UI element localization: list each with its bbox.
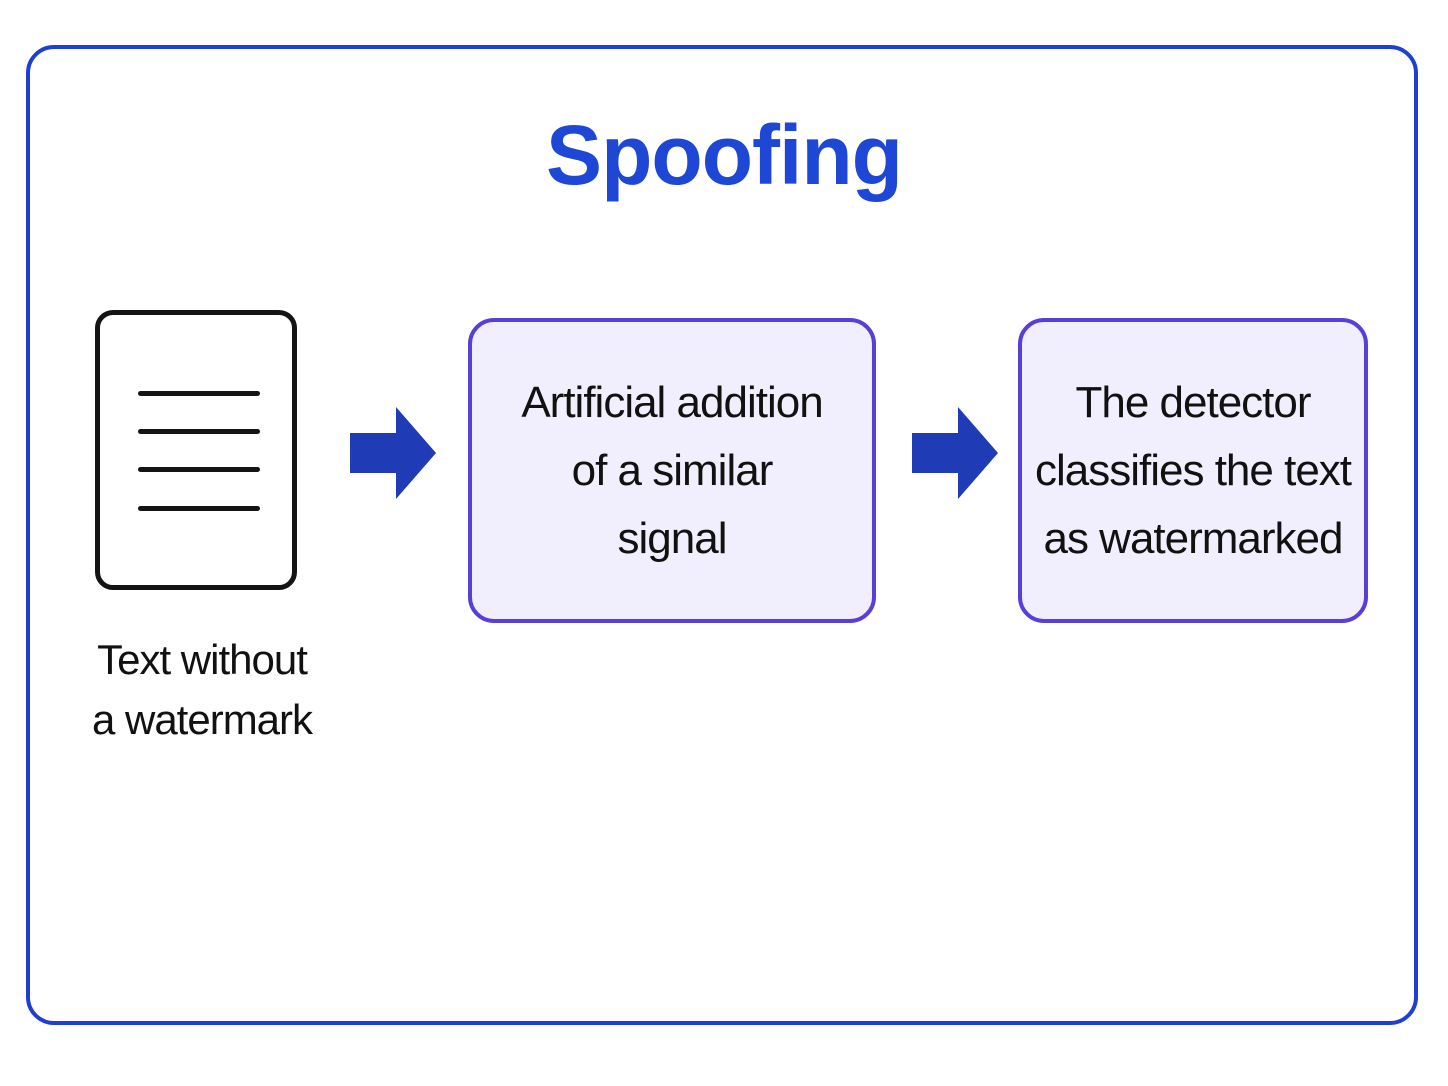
document-line [138, 506, 260, 511]
step-text: Artificial addition of a similar signal [521, 369, 823, 573]
step-box-detector-result: The detector classifies the text as wate… [1018, 318, 1368, 623]
arrow-right-icon [912, 407, 998, 499]
step-text-line: Artificial addition [521, 377, 823, 427]
arrow-shape [350, 407, 436, 499]
document-line [138, 467, 260, 472]
step-text-line: as watermarked [1043, 513, 1343, 563]
step-text-line: of a similar [571, 445, 774, 495]
source-caption-line: Text without [97, 636, 308, 683]
document-line [138, 391, 260, 396]
arrow-right-icon [350, 407, 436, 499]
step-text: The detector classifies the text as wate… [1034, 369, 1352, 573]
diagram-title: Spoofing [546, 108, 903, 202]
document-icon [95, 310, 297, 590]
document-line [138, 429, 260, 434]
step-text-line: classifies the text [1034, 445, 1352, 495]
step-text-line: signal [617, 513, 728, 563]
source-caption: Text without a watermark [60, 630, 344, 750]
source-caption-line: a watermark [91, 696, 313, 743]
arrow-shape [912, 407, 998, 499]
step-box-signal-addition: Artificial addition of a similar signal [468, 318, 876, 623]
step-text-line: The detector [1075, 377, 1311, 427]
